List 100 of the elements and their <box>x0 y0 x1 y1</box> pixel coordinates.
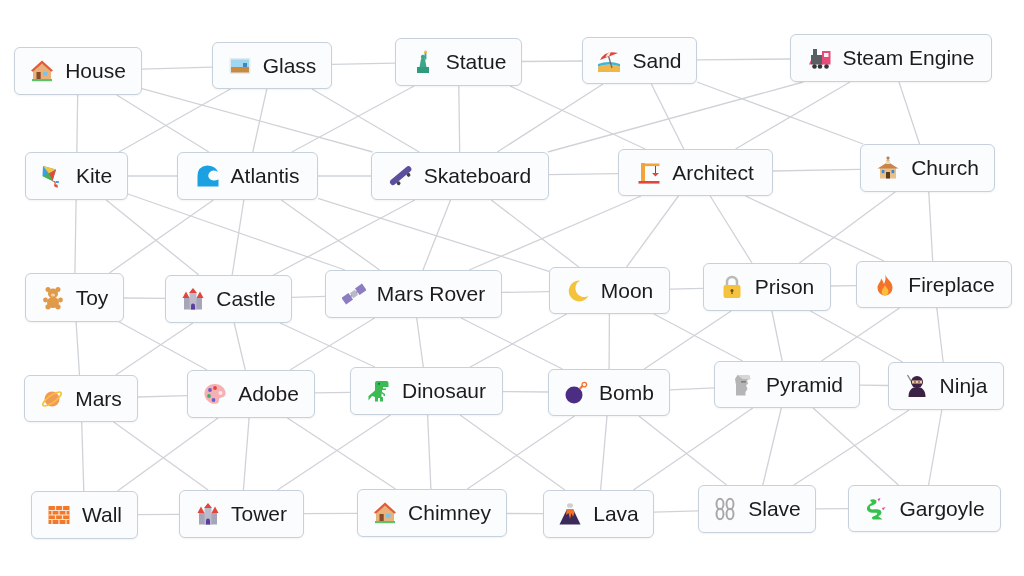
node-card <box>212 42 332 89</box>
connector-line <box>314 391 351 394</box>
node-label: Mars Rover <box>376 282 486 306</box>
connector-line <box>317 175 372 177</box>
connector-line <box>653 313 744 362</box>
connector-line <box>696 81 864 145</box>
connector-line <box>927 409 943 486</box>
node-card <box>582 37 697 84</box>
connector-line <box>422 199 452 271</box>
node-card <box>325 270 502 318</box>
connector-line <box>113 421 209 491</box>
connector-line <box>231 199 245 276</box>
node-card <box>618 149 773 196</box>
connector-line <box>521 60 583 63</box>
connector-line <box>81 421 85 492</box>
node-card <box>350 367 503 415</box>
node-card <box>357 489 507 537</box>
connector-line <box>137 395 188 398</box>
connector-line <box>416 317 424 368</box>
connector-line <box>74 199 77 274</box>
connector-line <box>653 510 699 513</box>
connector-line <box>118 88 232 153</box>
node-card <box>848 485 1001 532</box>
connector-line <box>291 85 415 153</box>
connector-line <box>460 317 564 370</box>
node-card <box>25 273 124 322</box>
node-card <box>24 375 138 422</box>
node-label: Slave <box>748 497 801 521</box>
connector-line <box>116 94 210 153</box>
connector-line <box>820 307 901 362</box>
node-card <box>14 47 142 95</box>
connector-line <box>279 322 376 368</box>
connector-line <box>898 81 921 145</box>
node-card <box>177 152 318 200</box>
node-label: Adobe <box>238 382 299 406</box>
connector-line <box>793 409 910 486</box>
node-label: Atlantis <box>230 164 300 188</box>
connector-line <box>798 191 896 264</box>
node-card <box>187 370 315 418</box>
node-label: Mars <box>75 386 122 411</box>
node-label: Bomb <box>599 380 654 405</box>
node-label: Architect <box>672 160 754 185</box>
connector-line <box>75 321 81 376</box>
node-card <box>371 152 549 200</box>
connector-line <box>548 173 619 176</box>
connector-line <box>771 310 783 362</box>
connector-line <box>331 62 396 66</box>
node-card <box>790 34 992 82</box>
node-label: Chimney <box>408 501 491 525</box>
connector-line <box>501 290 550 294</box>
connector-line <box>734 81 851 150</box>
node-card <box>698 485 816 533</box>
connector-line <box>280 199 381 271</box>
connector-line <box>859 384 889 387</box>
connector-line <box>772 168 861 172</box>
connector-line <box>468 195 642 271</box>
node-card <box>888 362 1004 410</box>
node-label: Steam Engine <box>842 46 975 70</box>
node-card <box>856 261 1012 308</box>
connector-line <box>105 199 200 276</box>
node-label: Prison <box>754 275 815 299</box>
connector-line <box>141 66 213 70</box>
connector-line <box>76 94 79 153</box>
connector-line <box>506 512 544 515</box>
node-label: Wall <box>81 503 123 527</box>
connector-line <box>469 313 568 368</box>
connector-line <box>141 87 374 153</box>
connector-line <box>276 414 392 491</box>
connector-line <box>137 513 180 516</box>
node-card <box>714 361 860 408</box>
connector-line <box>459 414 566 491</box>
connector-line <box>242 417 250 491</box>
node-label: Statue <box>445 50 507 74</box>
node-card <box>395 38 522 86</box>
node-label: Gargoyle <box>899 496 985 521</box>
connector-line <box>466 415 576 490</box>
node-label: Dinosaur <box>401 379 486 403</box>
node-card <box>179 490 304 538</box>
connector-line <box>458 85 461 153</box>
connector-line <box>233 322 246 371</box>
connector-line <box>496 83 604 153</box>
connector-line <box>127 175 178 177</box>
node-label: Moon <box>600 278 654 303</box>
connector-line <box>625 195 680 268</box>
connector-line <box>830 285 857 287</box>
node-card <box>548 369 670 416</box>
node-label: Glass <box>262 53 317 78</box>
node-card <box>543 490 654 538</box>
node-label: House <box>65 59 126 83</box>
connector-line <box>928 191 934 262</box>
node-label: Sand <box>632 48 682 73</box>
connector-line <box>815 508 849 510</box>
node-label: Fireplace <box>908 272 995 297</box>
connector-line <box>108 199 214 274</box>
connector-line <box>311 88 420 153</box>
connector-line <box>252 88 268 153</box>
connector-line <box>123 297 166 300</box>
connector-line <box>490 199 580 268</box>
node-label: Skateboard <box>423 164 532 188</box>
node-label: Castle <box>216 287 276 311</box>
